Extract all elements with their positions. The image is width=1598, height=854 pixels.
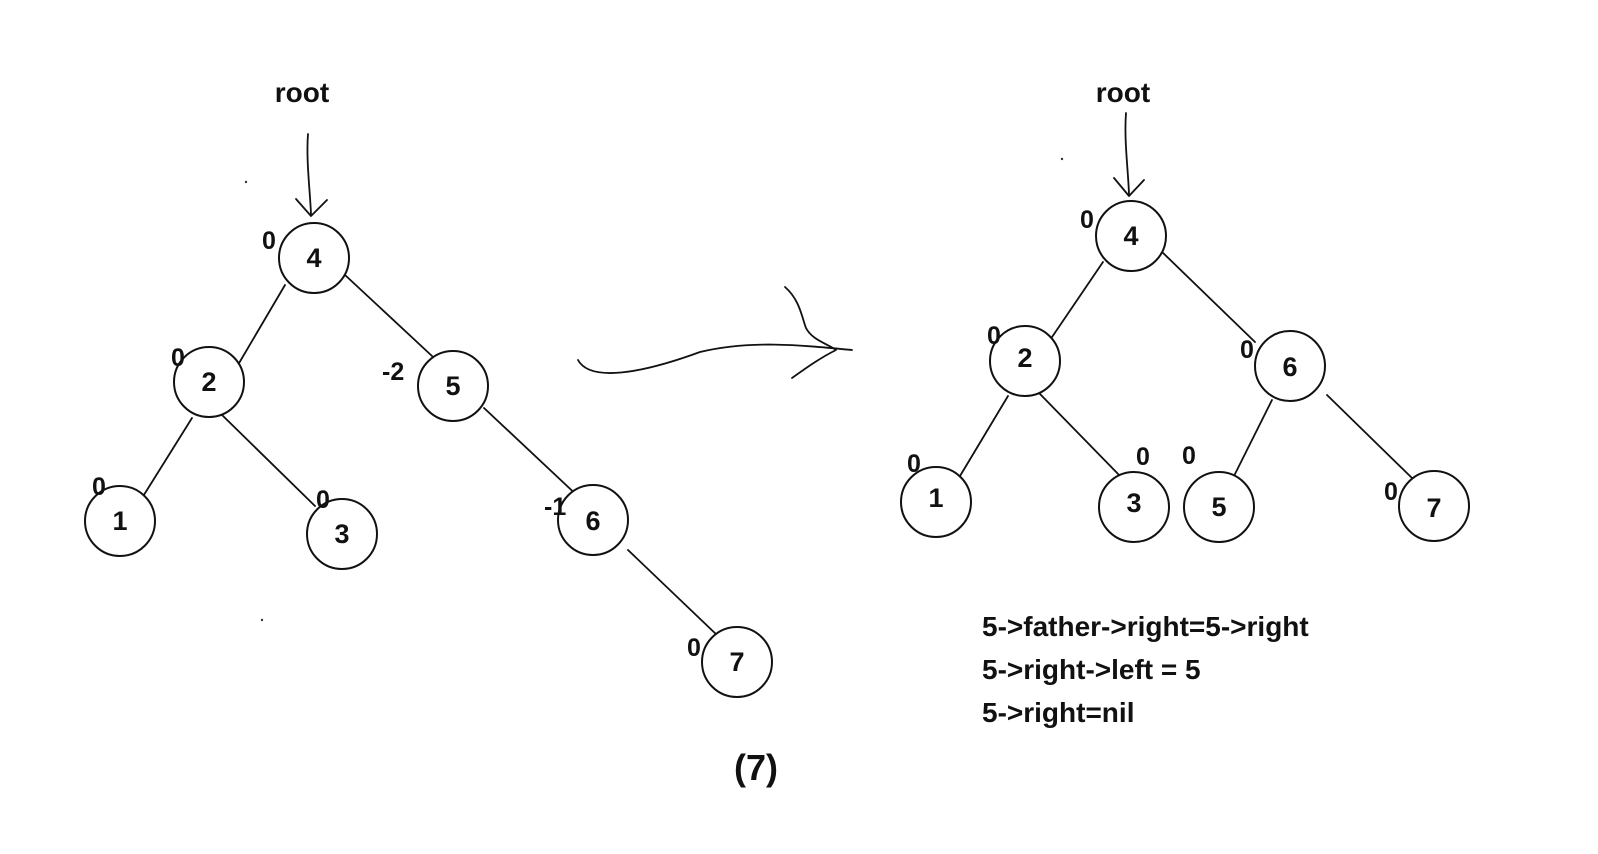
transition-arrow-shaft — [577, 343, 853, 374]
right-edge-2-1 — [959, 395, 1009, 477]
right-node-2-factor: 0 — [987, 322, 1001, 350]
right-node-6: 6 0 — [1240, 330, 1326, 402]
right-node-5-label: 5 — [1211, 492, 1226, 522]
right-node-3: 3 0 — [1098, 443, 1170, 543]
right-node-2: 2 0 — [987, 322, 1061, 397]
right-node-3-label: 3 — [1126, 488, 1141, 518]
right-node-7-factor: 0 — [1384, 478, 1398, 506]
left-edge-4-5 — [344, 274, 433, 357]
stray-dot — [1060, 157, 1064, 161]
left-node-5: 5 -2 — [382, 350, 489, 422]
left-node-2-factor: 0 — [171, 344, 185, 372]
left-node-1: 1 0 — [84, 473, 156, 557]
left-node-5-label: 5 — [445, 371, 460, 401]
right-edge-4-6 — [1159, 249, 1256, 343]
right-node-3-factor: 0 — [1136, 443, 1150, 471]
left-edge-6-7 — [627, 549, 719, 637]
right-node-2-label: 2 — [1017, 343, 1032, 373]
right-edge-6-7 — [1326, 394, 1413, 479]
right-node-1-label: 1 — [928, 483, 943, 513]
left-edge-5-6 — [483, 407, 583, 501]
left-root-label: root — [275, 77, 329, 108]
right-node-6-label: 6 — [1282, 352, 1297, 382]
left-node-3-label: 3 — [334, 519, 349, 549]
transition-arrow — [577, 286, 853, 379]
stray-dot — [260, 618, 264, 622]
right-edge-6-5 — [1229, 399, 1273, 485]
left-node-2-label: 2 — [201, 367, 216, 397]
right-edge-2-3 — [1039, 393, 1123, 479]
left-node-3-factor: 0 — [316, 486, 330, 514]
right-node-1: 1 0 — [900, 450, 972, 538]
left-node-7: 7 0 — [687, 626, 773, 698]
left-node-4: 4 0 — [262, 222, 350, 294]
right-root-arrow-shaft — [1124, 112, 1130, 195]
right-node-5-factor: 0 — [1182, 442, 1196, 470]
left-node-3: 3 0 — [306, 486, 378, 570]
right-node-4-factor: 0 — [1080, 206, 1094, 234]
left-node-7-label: 7 — [729, 647, 744, 677]
transition-arrow-head — [784, 286, 837, 379]
right-edge-4-2 — [1049, 261, 1104, 341]
left-edge-2-3 — [221, 414, 316, 507]
left-root-arrow-head — [295, 198, 328, 217]
left-node-4-label: 4 — [306, 243, 321, 273]
left-node-1-factor: 0 — [92, 473, 106, 501]
code-line-2: 5->right->left = 5 — [982, 654, 1201, 685]
right-root-arrow-head — [1113, 177, 1145, 197]
left-node-6-factor: -1 — [544, 493, 566, 521]
left-node-6-label: 6 — [585, 506, 600, 536]
left-edge-2-1 — [141, 417, 193, 499]
code-line-3: 5->right=nil — [982, 697, 1134, 728]
right-node-1-factor: 0 — [907, 450, 921, 478]
left-node-7-factor: 0 — [687, 634, 701, 662]
left-node-5-factor: -2 — [382, 358, 404, 386]
stray-dot — [244, 180, 248, 184]
code-line-1: 5->father->right=5->right — [982, 611, 1309, 642]
right-node-4: 4 0 — [1080, 200, 1167, 272]
left-tree: root 4 0 2 0 5 -2 1 0 — [84, 77, 773, 698]
left-edge-4-2 — [234, 284, 286, 371]
figure-caption: (7) — [734, 747, 778, 788]
right-node-5: 5 0 — [1182, 442, 1255, 543]
left-node-1-label: 1 — [112, 506, 127, 536]
right-node-4-label: 4 — [1123, 221, 1138, 251]
right-root-label: root — [1096, 77, 1150, 108]
left-node-4-factor: 0 — [262, 227, 276, 255]
left-node-2: 2 0 — [171, 344, 245, 418]
left-root-arrow-shaft — [306, 133, 312, 215]
right-node-6-factor: 0 — [1240, 336, 1254, 364]
right-tree: root 4 0 2 0 6 0 1 0 — [900, 77, 1470, 543]
code-notes: 5->father->right=5->right 5->right->left… — [982, 611, 1309, 728]
right-node-7-label: 7 — [1426, 493, 1441, 523]
right-node-7: 7 0 — [1384, 470, 1470, 542]
left-node-6: 6 -1 — [544, 484, 629, 556]
